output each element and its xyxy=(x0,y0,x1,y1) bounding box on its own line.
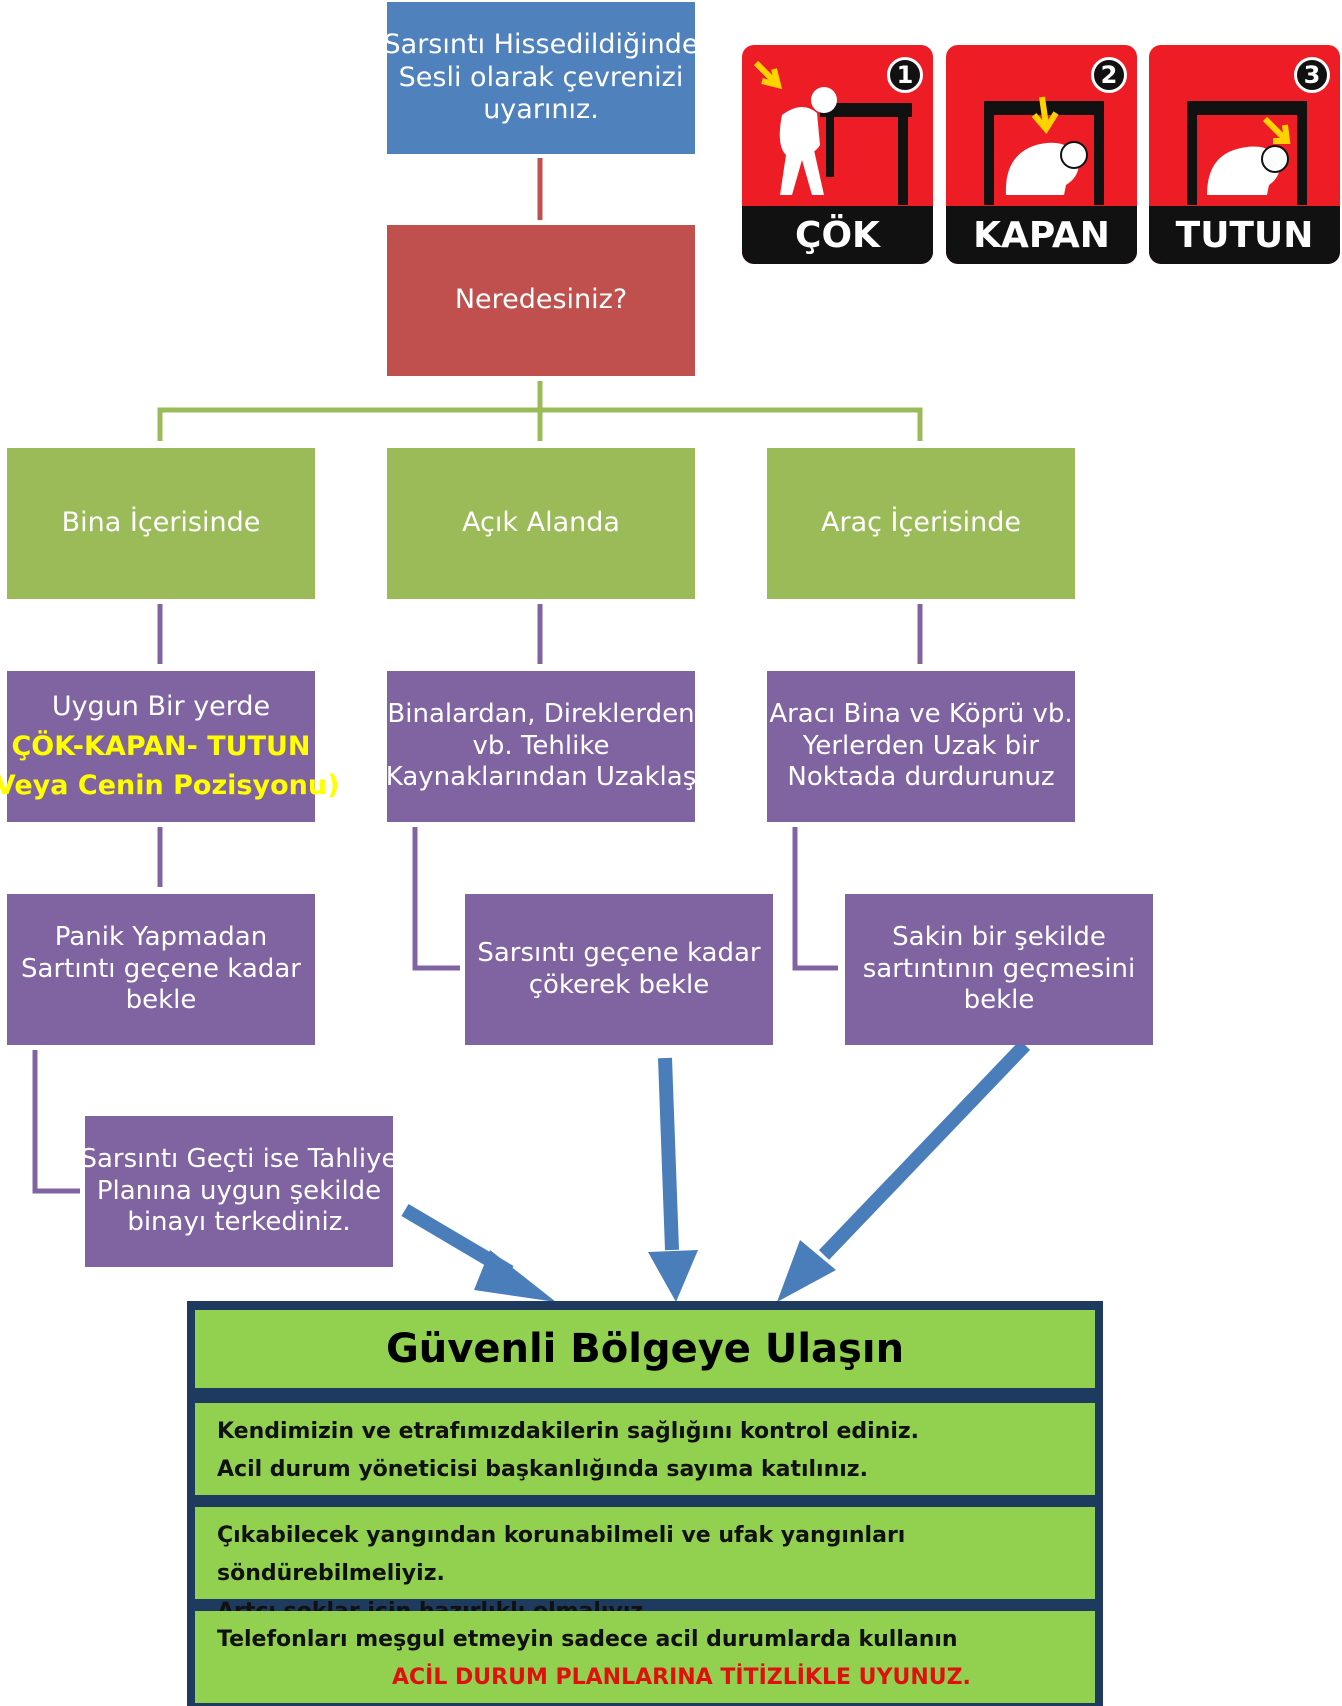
open-area-label: Açık Alanda xyxy=(462,507,620,539)
hold-figure-icon xyxy=(1187,101,1307,205)
open-wait-node: Sarsıntı geçene kadar çökerek bekle xyxy=(465,894,773,1045)
in-vehicle-node: Araç İçerisinde xyxy=(767,448,1075,599)
alert-node: Sarsıntı Hissedildiğinde Sesli olarak çe… xyxy=(384,2,699,154)
safe-zone-block-3-line-1: Telefonları meşgul etmeyin sadece acil d… xyxy=(217,1627,958,1652)
drill-step-2-panel: 2 KAPAN xyxy=(946,45,1137,264)
inside-building-node: Bina İçerisinde xyxy=(7,448,315,599)
alert-line-2: Sesli olarak çevrenizi xyxy=(398,61,684,93)
safe-zone-block-3: Telefonları meşgul etmeyin sadece acil d… xyxy=(195,1611,1095,1703)
building-action-line-2: ÇÖK-KAPAN- TUTUN xyxy=(11,730,311,762)
building-wait-line-2: Sartıntı geçene kadar xyxy=(21,953,301,984)
alert-line-1: Sarsıntı Hissedildiğinde xyxy=(383,28,699,60)
open-wait-line-2: çökerek bekle xyxy=(528,969,710,1000)
alert-line-3: uyarınız. xyxy=(483,94,599,126)
inside-building-label: Bina İçerisinde xyxy=(61,507,261,539)
building-action-line-1: Uygun Bir yerde xyxy=(51,690,271,722)
open-action-node: Binalardan, Direklerden vb. Tehlike Kayn… xyxy=(385,671,697,822)
open-wait-line-1: Sarsıntı geçene kadar xyxy=(477,937,761,968)
safe-zone-block-1-line-1: Kendimizin ve etrafımızdakilerin sağlığı… xyxy=(217,1419,920,1444)
open-action-line-1: Binalardan, Direklerden xyxy=(387,698,695,729)
drill-step-2-label: KAPAN xyxy=(946,206,1137,264)
vehicle-action-line-2: Yerlerden Uzak bir xyxy=(802,730,1040,761)
drill-step-1-label: ÇÖK xyxy=(742,206,933,264)
vehicle-wait-node: Sakin bir şekilde sartıntının geçmesini … xyxy=(845,894,1153,1045)
safe-zone-block-2-line-1: Çıkabilecek yangından korunabilmeli ve u… xyxy=(217,1523,906,1586)
drop-figure-icon xyxy=(753,60,912,205)
vehicle-action-line-3: Noktada durdurunuz xyxy=(787,762,1055,793)
safe-zone-block-1: Kendimizin ve etrafımızdakilerin sağlığı… xyxy=(195,1403,1095,1495)
drill-step-3-label: TUTUN xyxy=(1149,206,1340,264)
vehicle-action-node: Aracı Bina ve Köprü vb. Yerlerden Uzak b… xyxy=(767,671,1075,822)
safe-zone-warning: ACİL DURUM PLANLARINA TİTİZLİKLE UYUNUZ. xyxy=(392,1665,971,1690)
building-wait-line-3: bekle xyxy=(125,985,197,1016)
evacuate-line-2: Planına uygun şekilde xyxy=(96,1175,382,1206)
open-action-line-2: vb. Tehlike xyxy=(472,730,610,761)
evacuate-line-1: Sarsıntı Geçti ise Tahliye xyxy=(80,1143,398,1174)
safe-zone-title: Güvenli Bölgeye Ulaşın xyxy=(195,1310,1095,1388)
where-label: Neredesiniz? xyxy=(454,284,628,316)
safe-zone-block-2: Çıkabilecek yangından korunabilmeli ve u… xyxy=(195,1507,1095,1624)
evacuate-line-3: binayı terkediniz. xyxy=(127,1207,351,1238)
drill-step-3-number: 3 xyxy=(1294,57,1330,93)
vehicle-wait-line-3: bekle xyxy=(963,985,1035,1016)
vehicle-wait-line-2: sartıntının geçmesini xyxy=(862,953,1136,984)
building-wait-line-1: Panik Yapmadan xyxy=(54,921,268,952)
drill-step-2-number: 2 xyxy=(1091,57,1127,93)
building-action-node: Uygun Bir yerde ÇÖK-KAPAN- TUTUN (Veya C… xyxy=(0,671,339,822)
evacuate-node: Sarsıntı Geçti ise Tahliye Planına uygun… xyxy=(80,1116,398,1267)
building-wait-node: Panik Yapmadan Sartıntı geçene kadar bek… xyxy=(7,894,315,1045)
open-area-node: Açık Alanda xyxy=(387,448,695,599)
where-node: Neredesiniz? xyxy=(387,225,695,376)
drill-step-1-number: 1 xyxy=(887,57,923,93)
drill-step-1-panel: 1 ÇÖK xyxy=(742,45,933,264)
safe-zone-block-1-line-2: Acil durum yöneticisi başkanlığında sayı… xyxy=(217,1457,868,1482)
open-action-line-3: Kaynaklarından Uzaklaş xyxy=(385,762,697,793)
cover-figure-icon xyxy=(984,96,1104,205)
building-action-line-3: (Veya Cenin Pozisyonu) xyxy=(0,769,340,801)
vehicle-action-line-1: Aracı Bina ve Köprü vb. xyxy=(769,698,1073,729)
vehicle-wait-line-1: Sakin bir şekilde xyxy=(892,921,1106,952)
safe-zone-panel: Güvenli Bölgeye Ulaşın Kendimizin ve etr… xyxy=(187,1301,1103,1706)
drill-step-3-panel: 3 TUTUN xyxy=(1149,45,1340,264)
in-vehicle-label: Araç İçerisinde xyxy=(821,507,1021,539)
